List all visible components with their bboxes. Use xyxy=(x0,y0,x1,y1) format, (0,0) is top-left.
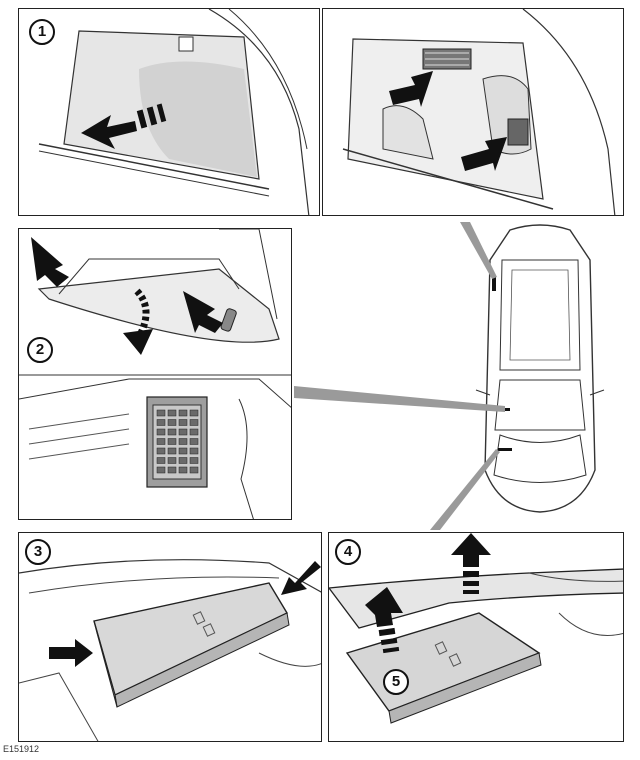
lift-up-arrow xyxy=(365,587,403,654)
fuse-slot xyxy=(189,438,199,445)
step-5-callout: 5 xyxy=(383,669,409,695)
location-marker xyxy=(492,275,496,291)
fuse-slot xyxy=(167,447,177,455)
pointer-arrow xyxy=(389,71,433,107)
fuse-slot xyxy=(178,409,188,417)
fuse-slot xyxy=(189,419,199,426)
fuse-slot xyxy=(156,447,166,455)
fuse-box-cover xyxy=(345,612,542,724)
location-marker xyxy=(498,448,512,451)
fuse-slot xyxy=(178,438,188,445)
fuse-slot xyxy=(167,409,177,417)
fuse-slot xyxy=(156,466,166,474)
fuse-slot xyxy=(189,409,199,417)
fuse-slot xyxy=(156,409,166,417)
fuse-slot xyxy=(156,457,166,464)
lift-up-arrow xyxy=(451,533,491,594)
location-marker xyxy=(500,408,510,411)
pointer-arrow xyxy=(461,137,507,171)
step-2-callout: 2 xyxy=(27,337,53,363)
press-arrow xyxy=(183,291,223,333)
fuse-slot xyxy=(178,457,188,464)
pull-direction-arrow xyxy=(81,103,167,149)
release-clip-arrow xyxy=(281,561,321,595)
fuse-slot xyxy=(178,428,188,436)
rotate-down-arrow xyxy=(123,288,153,355)
panel-step-3: 3 xyxy=(18,532,322,742)
fuse-slot xyxy=(156,428,166,436)
glovebox-interior-illustration xyxy=(342,9,616,215)
panel-step-2: 2 xyxy=(18,228,292,520)
vehicle-top-view xyxy=(475,224,605,513)
glovebox-lid-illustration xyxy=(38,9,310,215)
fuse-slot xyxy=(189,466,199,474)
fuse-slot xyxy=(178,466,188,474)
figure-id: E151912 xyxy=(3,744,40,754)
fuse-slot xyxy=(156,438,166,445)
step-1-callout: 1 xyxy=(29,19,55,45)
panel-step-4: 4 5 xyxy=(328,532,624,742)
fuse-slot xyxy=(167,457,177,464)
fuse-slot xyxy=(167,428,177,436)
panel-step-1-detail xyxy=(322,8,624,216)
fuse-slot xyxy=(167,466,177,474)
glovebox-open-illustration xyxy=(19,229,291,519)
fuse-slot xyxy=(167,419,177,426)
step-3-callout: 3 xyxy=(25,539,51,565)
fuse-slot xyxy=(167,438,177,445)
engine-bay-fusebox-illustration xyxy=(19,559,321,741)
step-4-callout: 4 xyxy=(335,539,361,565)
fuse-slot xyxy=(156,419,166,426)
fuse-slot xyxy=(189,457,199,464)
fuse-slot xyxy=(178,447,188,455)
press-arrow xyxy=(31,237,69,287)
fuse-slot xyxy=(178,419,188,426)
panel-step-1: 1 xyxy=(18,8,320,216)
fusebox-cover-removal-illustration xyxy=(329,533,623,724)
release-clip-arrow xyxy=(49,639,93,667)
fuse-slot xyxy=(189,428,199,436)
fuse-box-cover xyxy=(93,582,290,708)
fuse-slot xyxy=(189,447,199,455)
